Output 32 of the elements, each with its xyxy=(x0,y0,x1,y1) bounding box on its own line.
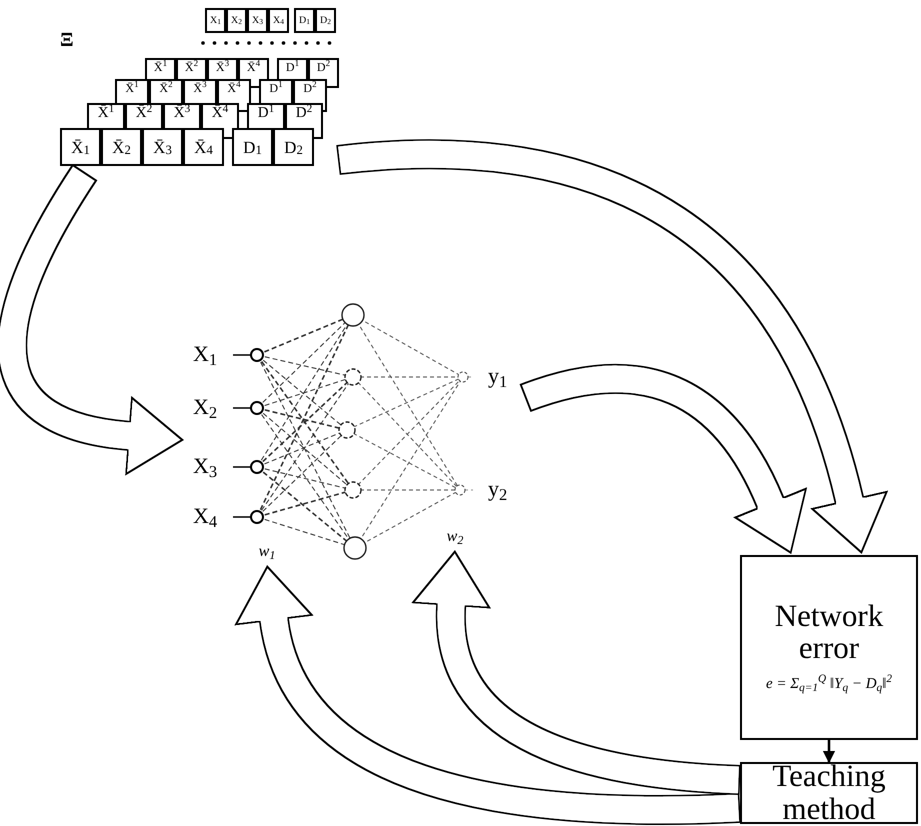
data-cell: X̄$_{3}$ xyxy=(142,128,183,166)
data-cell: D$_{1}$ xyxy=(294,8,315,33)
data-cell: X̄$_{1}$ xyxy=(60,128,101,166)
data-cell: D$_{2}$ xyxy=(273,128,314,166)
input-label: X$_{2}$ xyxy=(193,396,218,418)
data-cell: D$_{2}$ xyxy=(315,8,336,33)
output-label: y$_{2}$ xyxy=(488,478,508,500)
symbol-label: Ξ xyxy=(60,30,74,50)
error-formula: e = Σ$_{q=1}$$^{Q}$ ‖Y$_{q}$ − D$_{q}$‖$^{2}$ xyxy=(766,672,892,696)
box-title: Network error xyxy=(774,600,884,665)
weight-label: w$_{2}$ xyxy=(443,525,467,549)
data-cell: X$_{2}$ xyxy=(226,8,247,33)
output-label: y$_{1}$ xyxy=(488,365,508,387)
hollow-arrow xyxy=(411,550,741,795)
input-label: X$_{3}$ xyxy=(193,455,218,477)
hollow-arrow xyxy=(336,140,888,554)
data-cell: X$_{4}$ xyxy=(268,8,289,33)
weight-label: w$_{1}$ xyxy=(255,540,279,564)
data-cell: X̄$_{4}$ xyxy=(183,128,224,166)
box-title: Teaching method xyxy=(771,760,887,826)
input-label: X$_{4}$ xyxy=(193,505,218,527)
data-cell: X$_{3}$ xyxy=(247,8,268,33)
method-box xyxy=(740,762,918,824)
arrow xyxy=(822,740,836,764)
error-box xyxy=(740,555,918,740)
data-cell: X$_{1}$ xyxy=(205,8,226,33)
input-label: X$_{1}$ xyxy=(193,343,218,365)
data-cell: D$_{1}$ xyxy=(232,128,273,166)
hollow-arrow xyxy=(0,164,184,476)
hollow-arrow xyxy=(520,364,806,554)
data-cell: X̄$_{2}$ xyxy=(101,128,142,166)
hollow-arrow xyxy=(235,566,740,825)
